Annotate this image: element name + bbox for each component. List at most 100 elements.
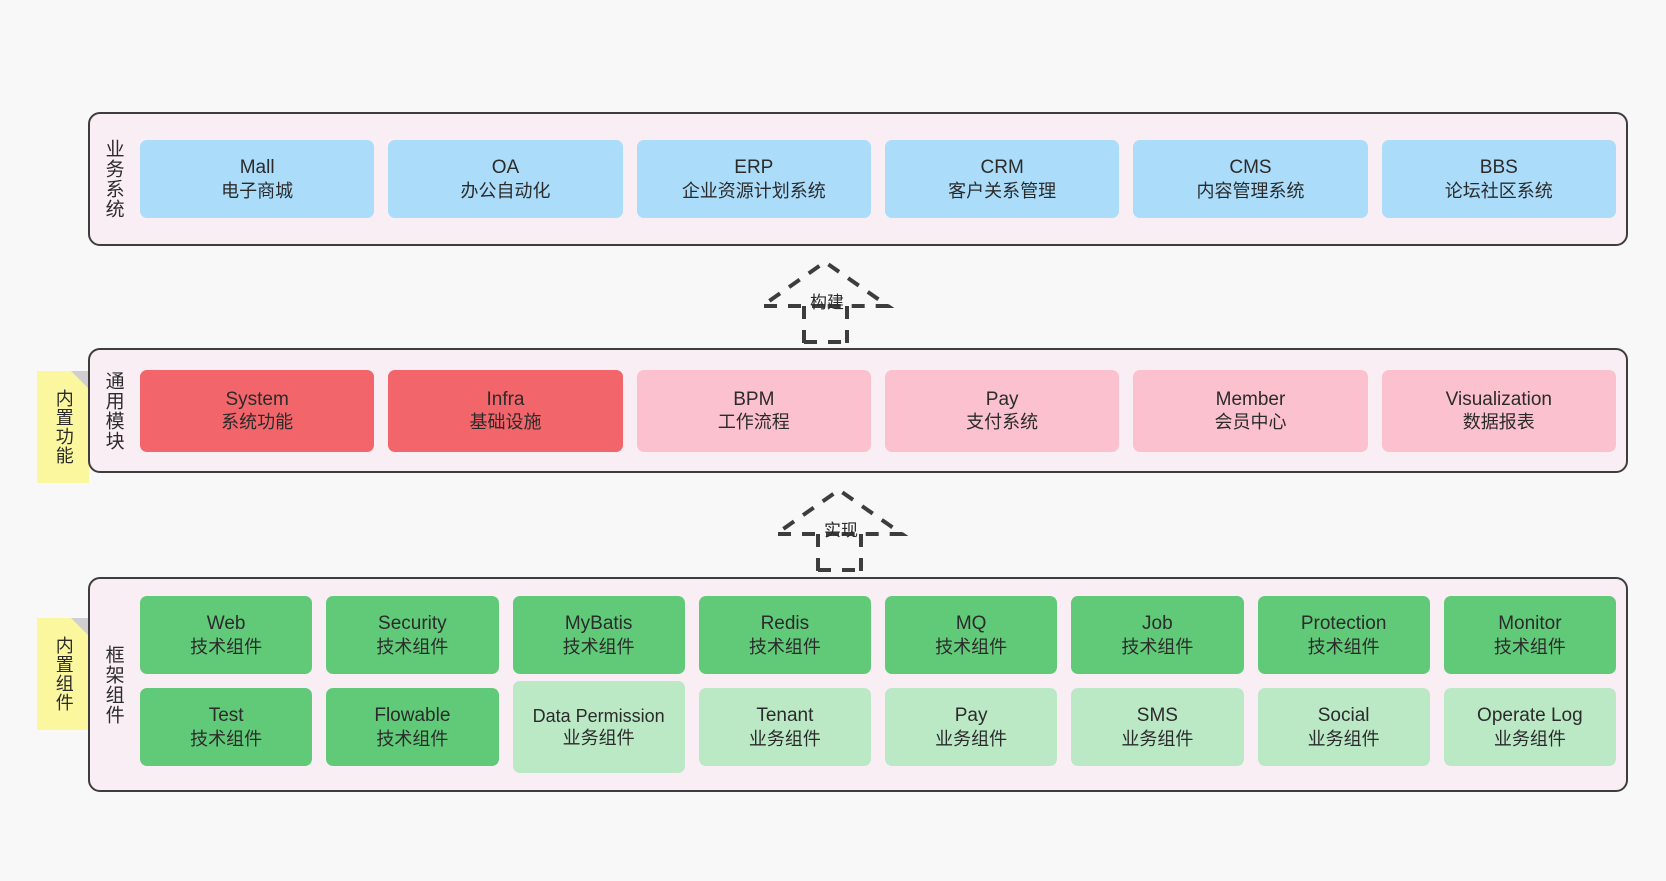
box-mall-subtitle: 电子商城 <box>221 180 294 201</box>
box-tenant[interactable]: Tenant 业务组件 <box>698 688 871 766</box>
box-job[interactable]: Job 技术组件 <box>1071 596 1244 674</box>
box-web-title: Web <box>206 613 246 635</box>
note-builtin-functions: 内置功能 <box>37 371 89 483</box>
box-cms-title: CMS <box>1229 157 1272 179</box>
box-operate-log[interactable]: Operate Log 业务组件 <box>1443 688 1616 766</box>
section-body-common-modules: System 系统功能 Infra 基础设施 BPM 工作流程 Pay 支付系统… <box>136 350 1626 471</box>
box-data-permission-subtitle: 业务组件 <box>562 728 635 748</box>
box-job-subtitle: 技术组件 <box>1121 636 1194 657</box>
box-redis-title: Redis <box>760 613 810 635</box>
box-crm-subtitle: 客户关系管理 <box>948 180 1057 201</box>
connector-build-label: 构建 <box>810 293 844 312</box>
section-common-modules: 通用模块 System 系统功能 Infra 基础设施 BPM 工作流程 Pay… <box>88 348 1628 473</box>
business-systems-row: Mall 电子商城 OA 办公自动化 ERP 企业资源计划系统 CRM 客户关系… <box>140 140 1616 218</box>
section-label-common-modules: 通用模块 <box>102 370 124 451</box>
box-bbs-title: BBS <box>1479 157 1518 179</box>
section-label-business-systems: 业务系统 <box>102 139 124 219</box>
box-job-title: Job <box>1142 613 1173 635</box>
box-protection-subtitle: 技术组件 <box>1307 636 1380 657</box>
box-visualization-subtitle: 数据报表 <box>1462 412 1535 433</box>
box-sms-title: SMS <box>1136 705 1178 727</box>
box-test[interactable]: Test 技术组件 <box>140 688 313 766</box>
box-erp-subtitle: 企业资源计划系统 <box>681 180 826 201</box>
box-mybatis-subtitle: 技术组件 <box>562 636 635 657</box>
box-erp[interactable]: ERP 企业资源计划系统 <box>636 140 871 218</box>
box-tenant-subtitle: 业务组件 <box>748 728 821 749</box>
box-data-permission[interactable]: Data Permission 业务组件 <box>512 681 685 773</box>
box-mall[interactable]: Mall 电子商城 <box>140 140 375 218</box>
box-monitor[interactable]: Monitor 技术组件 <box>1443 596 1616 674</box>
framework-tech-row: Web 技术组件 Security 技术组件 MyBatis 技术组件 Redi… <box>140 596 1616 674</box>
box-bpm-subtitle: 工作流程 <box>717 412 790 433</box>
box-mq[interactable]: MQ 技术组件 <box>885 596 1058 674</box>
box-test-subtitle: 技术组件 <box>190 728 263 749</box>
section-business-systems: 业务系统 Mall 电子商城 OA 办公自动化 ERP 企业资源计划系统 CRM… <box>88 112 1628 246</box>
section-label-framework-components: 框架组件 <box>102 644 124 725</box>
box-infra[interactable]: Infra 基础设施 <box>388 369 623 452</box>
box-cms-subtitle: 内容管理系统 <box>1196 180 1305 201</box>
box-monitor-subtitle: 技术组件 <box>1493 636 1566 657</box>
box-social[interactable]: Social 业务组件 <box>1257 688 1430 766</box>
box-mybatis[interactable]: MyBatis 技术组件 <box>512 596 685 674</box>
box-visualization[interactable]: Visualization 数据报表 <box>1381 369 1616 452</box>
box-bbs[interactable]: BBS 论坛社区系统 <box>1381 140 1616 218</box>
connector-implement: 实现 <box>766 486 926 572</box>
box-pay-module-subtitle: 支付系统 <box>966 412 1039 433</box>
box-oa[interactable]: OA 办公自动化 <box>388 140 623 218</box>
box-system[interactable]: System 系统功能 <box>140 369 375 452</box>
box-pay-module-title: Pay <box>985 388 1019 410</box>
box-tenant-title: Tenant <box>756 705 814 727</box>
box-pay-component[interactable]: Pay 业务组件 <box>885 688 1058 766</box>
box-member-title: Member <box>1215 388 1286 410</box>
box-flowable[interactable]: Flowable 技术组件 <box>326 688 499 766</box>
box-social-title: Social <box>1317 705 1370 727</box>
note-builtin-components-text: 内置组件 <box>53 636 74 712</box>
box-security-subtitle: 技术组件 <box>376 636 449 657</box>
box-data-permission-title: Data Permission <box>532 705 665 726</box>
box-bpm[interactable]: BPM 工作流程 <box>636 369 871 452</box>
box-erp-title: ERP <box>734 157 774 179</box>
section-framework-components: 框架组件 Web 技术组件 Security 技术组件 MyBatis 技术组件… <box>88 577 1628 792</box>
box-oa-title: OA <box>491 157 520 179</box>
box-system-subtitle: 系统功能 <box>221 412 294 433</box>
box-pay-component-title: Pay <box>954 705 988 727</box>
box-visualization-title: Visualization <box>1445 388 1552 410</box>
note-fold-corner-icon <box>71 618 89 636</box>
note-builtin-functions-text: 内置功能 <box>53 389 74 465</box>
box-bbs-subtitle: 论坛社区系统 <box>1444 180 1553 201</box>
box-sms-subtitle: 业务组件 <box>1121 728 1194 749</box>
note-builtin-components: 内置组件 <box>37 618 89 730</box>
box-cms[interactable]: CMS 内容管理系统 <box>1133 140 1368 218</box>
box-infra-title: Infra <box>486 388 525 410</box>
box-mall-title: Mall <box>239 157 275 179</box>
box-pay-component-subtitle: 业务组件 <box>935 728 1008 749</box>
box-sms[interactable]: SMS 业务组件 <box>1071 688 1244 766</box>
box-member[interactable]: Member 会员中心 <box>1133 369 1368 452</box>
section-body-business-systems: Mall 电子商城 OA 办公自动化 ERP 企业资源计划系统 CRM 客户关系… <box>136 114 1626 244</box>
box-operate-log-subtitle: 业务组件 <box>1493 728 1566 749</box>
box-monitor-title: Monitor <box>1498 613 1562 635</box>
connector-build: 构建 <box>752 258 912 344</box>
box-flowable-subtitle: 技术组件 <box>376 728 449 749</box>
box-flowable-title: Flowable <box>374 705 451 727</box>
box-member-subtitle: 会员中心 <box>1214 412 1287 433</box>
box-oa-subtitle: 办公自动化 <box>460 180 551 201</box>
box-redis-subtitle: 技术组件 <box>748 636 821 657</box>
box-mq-title: MQ <box>955 613 987 635</box>
box-web[interactable]: Web 技术组件 <box>140 596 313 674</box>
box-redis[interactable]: Redis 技术组件 <box>698 596 871 674</box>
box-pay-module[interactable]: Pay 支付系统 <box>884 369 1120 452</box>
box-protection[interactable]: Protection 技术组件 <box>1257 596 1430 674</box>
box-social-subtitle: 业务组件 <box>1307 728 1380 749</box>
box-infra-subtitle: 基础设施 <box>469 412 542 433</box>
note-fold-corner-icon <box>71 371 89 389</box>
box-crm[interactable]: CRM 客户关系管理 <box>884 140 1120 218</box>
box-web-subtitle: 技术组件 <box>190 636 263 657</box>
box-security[interactable]: Security 技术组件 <box>326 596 499 674</box>
box-security-title: Security <box>378 613 447 635</box>
box-protection-title: Protection <box>1300 613 1387 635</box>
box-bpm-title: BPM <box>733 388 775 410</box>
framework-business-row: Test 技术组件 Flowable 技术组件 Data Permission … <box>140 681 1616 773</box>
common-modules-row: System 系统功能 Infra 基础设施 BPM 工作流程 Pay 支付系统… <box>140 369 1616 452</box>
